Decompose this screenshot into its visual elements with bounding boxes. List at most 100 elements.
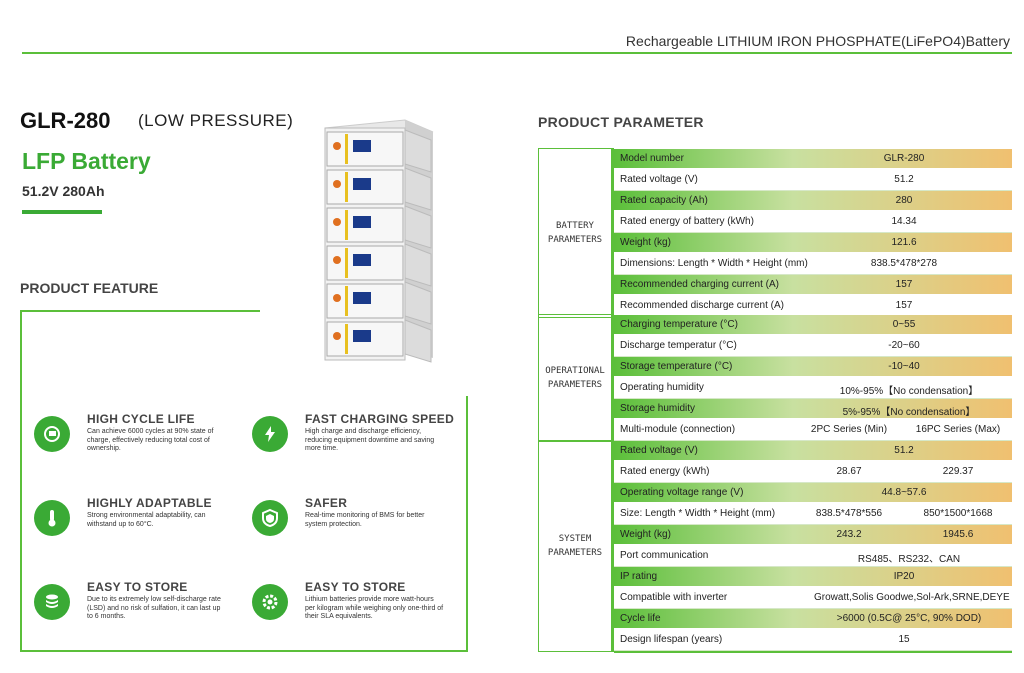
feature-description: High charge and discharge efficiency, re… xyxy=(305,428,435,452)
feature-description: Strong environmental adaptability, can w… xyxy=(87,512,206,528)
module-handle xyxy=(345,134,348,164)
group-name-line1: SYSTEM xyxy=(558,534,592,544)
group-divider xyxy=(612,314,614,442)
parameter-label: Model number xyxy=(620,153,684,164)
parameter-label: Compatible with inverter xyxy=(620,592,728,603)
parameter-row: Model number GLR-280 xyxy=(614,149,1012,168)
parameter-value-min: 2PC Series (Min) xyxy=(810,424,888,435)
parameter-value: 157 xyxy=(895,300,913,311)
parameter-label: Rated voltage (V) xyxy=(620,174,698,185)
database-icon xyxy=(34,584,70,620)
parameter-value: 5%-95%【No condensation】 xyxy=(842,407,976,418)
feature-title: FAST CHARGING SPEED xyxy=(305,412,455,426)
product-feature-title: PRODUCT FEATURE xyxy=(20,280,159,296)
parameter-label: Weight (kg) xyxy=(620,529,671,540)
feature-box-top-border xyxy=(20,310,260,312)
parameter-value: 0~55 xyxy=(892,319,916,330)
parameter-label: Rated capacity (Ah) xyxy=(620,195,708,206)
row-separator xyxy=(614,356,1012,357)
parameter-value: 280 xyxy=(895,195,913,206)
feature-title: SAFER xyxy=(305,496,348,510)
parameter-row: Operating humidity 10%-95%【No condensatio… xyxy=(614,378,1012,397)
row-separator xyxy=(614,440,1012,441)
parameter-row: Design lifespan (years)15 xyxy=(614,630,1012,649)
parameter-row: Operating voltage range (V)44.8~57.6 xyxy=(614,483,1012,502)
parameter-row: Weight (kg) 243.2 1945.6 xyxy=(614,525,1012,544)
feature-title: HIGHLY ADAPTABLE xyxy=(87,496,212,510)
parameter-value-min: 838.5*478*556 xyxy=(815,508,883,519)
row-separator xyxy=(614,650,1012,651)
parameter-row: Rated capacity (Ah) 280 xyxy=(614,191,1012,210)
parameter-value-max: 16PC Series (Max) xyxy=(915,424,1001,435)
parameter-group-label: SYSTEM PARAMETERS xyxy=(538,440,612,652)
module-switch xyxy=(333,332,341,340)
parameter-value: GLR-280 xyxy=(883,153,925,164)
parameter-label: Storage temperature (°C) xyxy=(620,361,733,372)
parameter-value: 10%-95%【No condensation】 xyxy=(839,386,979,397)
module-display xyxy=(353,178,371,190)
module-switch xyxy=(333,142,341,150)
module-display xyxy=(353,140,371,152)
parameter-label: Discharge temperatur (°C) xyxy=(620,340,737,351)
row-separator xyxy=(614,274,1012,275)
parameter-row: Rated voltage (V) 51.2 xyxy=(614,170,1012,189)
group-divider xyxy=(612,440,614,652)
module-display xyxy=(353,254,371,266)
feature-description: Due to its extremely low self-discharge … xyxy=(87,596,221,620)
shield-icon xyxy=(252,500,288,536)
parameter-value-min: 28.67 xyxy=(836,466,862,477)
parameter-value-max: 1945.6 xyxy=(942,529,974,540)
feature-title: EASY TO STORE xyxy=(305,580,406,594)
module-side xyxy=(404,243,432,287)
header-divider xyxy=(22,52,1012,54)
parameter-row: Rated voltage (V)51.2 xyxy=(614,441,1012,460)
parameter-row: Rated energy of battery (kWh)14.34 xyxy=(614,212,1012,231)
feature-box xyxy=(20,310,468,652)
parameter-row: Weight (kg)121.6 xyxy=(614,233,1012,252)
module-side xyxy=(404,167,432,211)
parameter-label: Charging temperature (°C) xyxy=(620,319,738,330)
gear-icon xyxy=(252,584,288,620)
parameter-value: 14.34 xyxy=(891,216,917,227)
row-separator xyxy=(614,524,1012,525)
module-switch xyxy=(333,294,341,302)
parameter-value-min: 243.2 xyxy=(836,529,862,540)
parameter-row: Recommended discharge current (A) 157 xyxy=(614,296,1012,315)
parameter-value: -10~40 xyxy=(888,361,920,372)
parameter-row: Multi-module (connection) 2PC Series (Min… xyxy=(614,420,1012,439)
thermometer-icon xyxy=(34,500,70,536)
parameter-row: Charging temperature (°C) 0~55 xyxy=(614,315,1012,334)
group-name-line2: PARAMETERS xyxy=(547,548,603,558)
battery-rack-image xyxy=(324,119,434,363)
group-name-line1: BATTERY xyxy=(556,221,594,231)
parameter-label: Rated energy (kWh) xyxy=(620,466,710,477)
module-handle xyxy=(345,286,348,316)
parameter-label: Multi-module (connection) xyxy=(620,424,736,435)
parameter-label: Cycle life xyxy=(620,613,661,624)
model-subtitle: (LOW PRESSURE) xyxy=(138,111,294,130)
group-bottom-border xyxy=(614,651,1012,653)
battery-cycle-icon xyxy=(34,416,70,452)
row-separator xyxy=(614,190,1012,191)
parameter-value: 51.2 xyxy=(894,445,914,456)
battery-type: LFP Battery xyxy=(22,148,151,174)
parameter-label: Operating humidity xyxy=(620,382,704,393)
row-separator xyxy=(614,608,1012,609)
module-side xyxy=(404,319,432,363)
parameter-value: 15 xyxy=(898,634,910,645)
row-separator xyxy=(614,232,1012,233)
module-handle xyxy=(345,248,348,278)
feature-title: EASY TO STORE xyxy=(87,580,188,594)
product-parameter-title: PRODUCT PARAMETER xyxy=(538,114,704,130)
parameter-value: 51.2 xyxy=(894,174,914,185)
feature-description: Can achieve 6000 cycles at 90% state of … xyxy=(87,428,214,452)
spec-underline xyxy=(22,210,102,214)
module-display xyxy=(353,292,371,304)
parameter-label: Size: Length * Width * Height (mm) xyxy=(620,508,776,519)
group-name-line1: OPERATIONAL xyxy=(545,366,605,376)
parameter-value-max: 229.37 xyxy=(942,466,974,477)
module-side xyxy=(404,129,432,173)
parameter-row: Discharge temperatur (°C)-20~60 xyxy=(614,336,1012,355)
parameter-label: Recommended discharge current (A) xyxy=(620,300,784,311)
